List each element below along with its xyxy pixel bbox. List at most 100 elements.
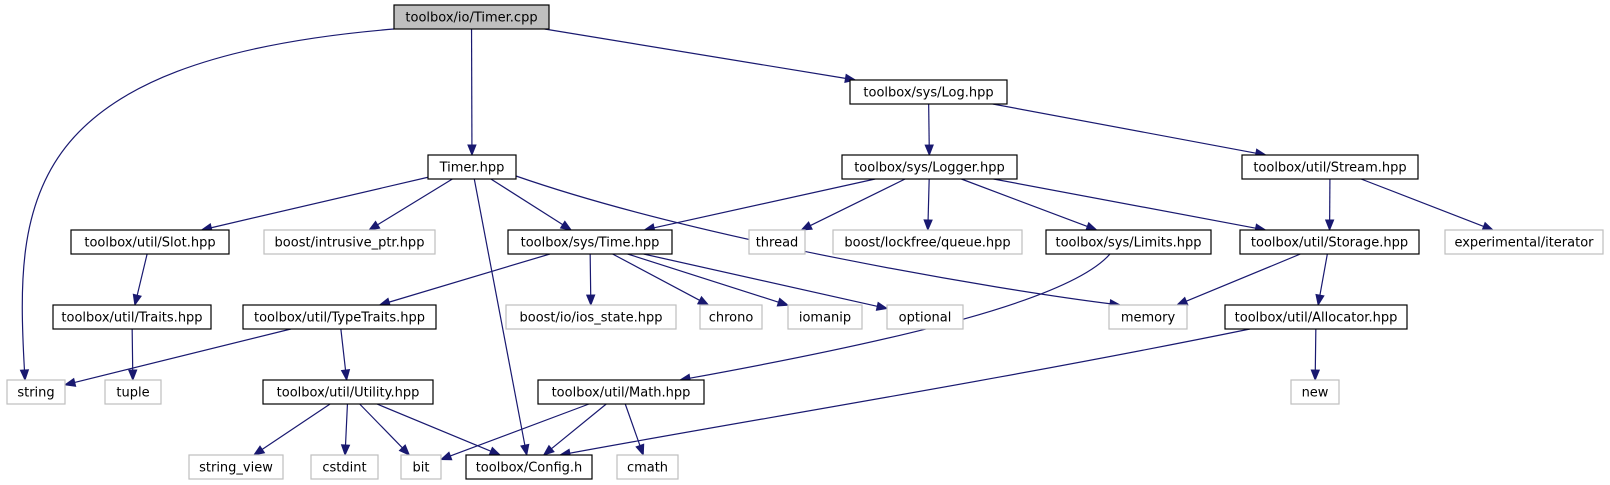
node-box <box>1241 154 1419 180</box>
node-typetraits[interactable]: toolbox/util/TypeTraits.hpp <box>242 304 437 330</box>
node-label: toolbox/util/TypeTraits.hpp <box>254 311 425 326</box>
edge-arrowhead <box>923 219 933 232</box>
edge-time-to-iomanip <box>627 253 790 307</box>
edge-arrowhead <box>585 294 596 307</box>
edge-arrowhead <box>340 369 351 382</box>
edge-math-to-bit <box>439 403 590 461</box>
node-box <box>400 454 442 480</box>
node-iosstate: boost/io/ios_state.hpp <box>505 304 677 330</box>
edge-time-to-iosstate <box>585 253 596 307</box>
node-box <box>263 229 436 255</box>
edge-line <box>1186 253 1301 302</box>
edge-arrowhead <box>520 443 530 457</box>
node-box <box>787 304 863 330</box>
node-label: experimental/iterator <box>1454 236 1594 251</box>
edge-log-to-logger <box>924 103 934 157</box>
node-label: bit <box>413 461 430 476</box>
node-traits[interactable]: toolbox/util/Traits.hpp <box>52 304 212 330</box>
edge-timer_hpp-to-config <box>473 178 530 457</box>
node-box <box>70 229 230 255</box>
node-timer-cpp[interactable]: toolbox/io/Timer.cpp <box>393 4 550 30</box>
edge-timer_cpp-to-timer_hpp <box>467 28 477 157</box>
node-label: boost/lockfree/queue.hpp <box>844 236 1010 251</box>
node-intrusive: boost/intrusive_ptr.hpp <box>263 229 436 255</box>
node-label: toolbox/sys/Limits.hpp <box>1056 236 1202 251</box>
edge-utility-to-bit <box>359 403 411 456</box>
edge-logger-to-lockfree <box>923 178 933 232</box>
edge-storage-to-memory <box>1175 253 1301 306</box>
node-label: iomanip <box>799 311 851 326</box>
node-label: toolbox/util/Slot.hpp <box>84 236 215 251</box>
edge-arrowhead <box>439 451 453 461</box>
edge-arrowhead <box>776 297 790 307</box>
edge-arrowhead <box>1175 296 1189 306</box>
edge-line <box>344 403 349 446</box>
node-box <box>841 154 1018 180</box>
node-slot[interactable]: toolbox/util/Slot.hpp <box>70 229 230 255</box>
edge-storage-to-allocator <box>1315 253 1328 307</box>
node-log[interactable]: toolbox/sys/Log.hpp <box>849 79 1008 105</box>
node-box <box>832 229 1023 255</box>
edge-arrowhead <box>696 295 710 306</box>
edge-slot-to-traits <box>132 253 148 307</box>
node-box <box>1224 304 1408 330</box>
edge-arrowhead <box>1085 221 1098 231</box>
node-box <box>616 454 679 480</box>
node-logger[interactable]: toolbox/sys/Logger.hpp <box>841 154 1018 180</box>
node-timer-hpp[interactable]: Timer.hpp <box>427 154 517 180</box>
node-limits[interactable]: toolbox/sys/Limits.hpp <box>1045 229 1212 255</box>
node-math[interactable]: toolbox/util/Math.hpp <box>537 379 705 405</box>
edge-arrowhead <box>127 369 138 382</box>
node-box <box>505 304 677 330</box>
edge-arrowhead <box>398 444 411 456</box>
edge-line <box>515 175 1111 305</box>
node-box <box>188 454 284 480</box>
edge-arrowhead <box>63 377 77 387</box>
edge-time-to-typetraits <box>378 253 551 307</box>
edge-line <box>1360 178 1484 227</box>
edge-arrowhead <box>559 220 573 231</box>
node-config[interactable]: toolbox/Config.h <box>465 454 593 480</box>
edge-line <box>928 103 930 146</box>
edge-timer_cpp-to-string <box>19 28 395 382</box>
node-box <box>748 229 806 255</box>
edge-line <box>136 253 148 296</box>
edge-line <box>450 403 590 457</box>
node-box <box>886 304 964 330</box>
node-label: memory <box>1121 311 1176 326</box>
edge-arrowhead <box>875 301 889 311</box>
node-box <box>507 229 673 255</box>
edge-timer_hpp-to-slot <box>200 176 429 233</box>
edge-arrowhead <box>1310 369 1321 382</box>
node-utility[interactable]: toolbox/util/Utility.hpp <box>262 379 434 405</box>
edge-arrowhead <box>340 444 351 457</box>
graph-nodes: toolbox/io/Timer.cppstringTimer.hpptoolb… <box>6 4 1604 480</box>
node-box <box>6 379 66 405</box>
edge-line <box>21 28 395 371</box>
node-memory: memory <box>1108 304 1188 330</box>
edge-line <box>961 178 1088 228</box>
node-cstdint: cstdint <box>310 454 379 480</box>
node-storage[interactable]: toolbox/util/Storage.hpp <box>1239 229 1420 255</box>
edge-typetraits-to-string <box>63 328 292 387</box>
node-expiter: experimental/iterator <box>1444 229 1604 255</box>
edge-line <box>627 253 779 303</box>
node-label: toolbox/sys/Logger.hpp <box>854 161 1005 176</box>
node-label: toolbox/util/Math.hpp <box>552 386 691 401</box>
node-time[interactable]: toolbox/sys/Time.hpp <box>507 229 673 255</box>
node-allocator[interactable]: toolbox/util/Allocator.hpp <box>1224 304 1408 330</box>
edge-line <box>992 103 1257 154</box>
node-stream[interactable]: toolbox/util/Stream.hpp <box>1241 154 1419 180</box>
node-label: toolbox/util/Utility.hpp <box>277 386 420 401</box>
node-label: boost/io/ios_state.hpp <box>520 311 663 326</box>
edge-arrowhead <box>800 221 813 231</box>
edge-line <box>653 178 876 229</box>
node-label: toolbox/sys/Time.hpp <box>521 236 660 251</box>
node-tuple: tuple <box>104 379 162 405</box>
edge-line <box>551 403 607 450</box>
edge-line <box>261 403 331 450</box>
node-box <box>1045 229 1212 255</box>
edge-line <box>589 253 592 296</box>
edge-timer_cpp-to-log <box>544 28 857 83</box>
edge-line <box>388 253 551 303</box>
